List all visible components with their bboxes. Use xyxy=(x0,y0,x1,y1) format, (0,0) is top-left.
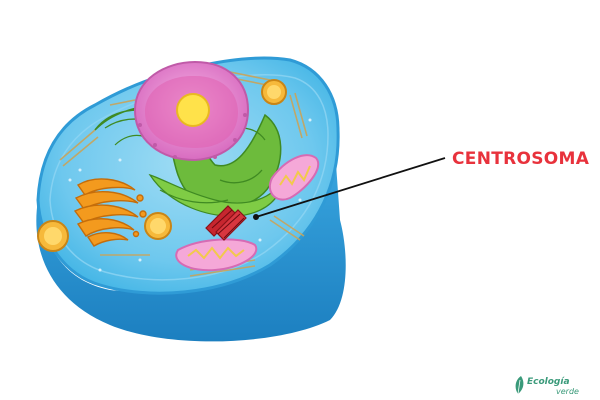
ribosomes xyxy=(68,118,312,272)
logo-line2: verde xyxy=(556,387,579,396)
nucleus xyxy=(133,60,250,162)
centrosome-label: CENTROSOMA xyxy=(452,149,590,169)
centrosome-annotation: CENTROSOMA xyxy=(253,149,590,220)
ecologia-verde-logo: Ecología verde xyxy=(515,376,579,396)
golgi-apparatus xyxy=(73,178,147,247)
vesicle xyxy=(144,212,172,240)
mitochondrion xyxy=(268,154,320,201)
vesicle xyxy=(37,220,69,252)
leader-line-end xyxy=(253,214,259,220)
centrosome xyxy=(205,205,247,241)
leader-line xyxy=(255,157,446,218)
leaf-icon xyxy=(515,376,524,395)
nucleolus xyxy=(176,93,210,127)
mitochondria xyxy=(175,154,320,272)
vesicle xyxy=(261,79,287,105)
vesicles xyxy=(37,79,287,252)
mitochondrion xyxy=(175,238,258,272)
logo-line1: Ecología xyxy=(527,377,570,387)
